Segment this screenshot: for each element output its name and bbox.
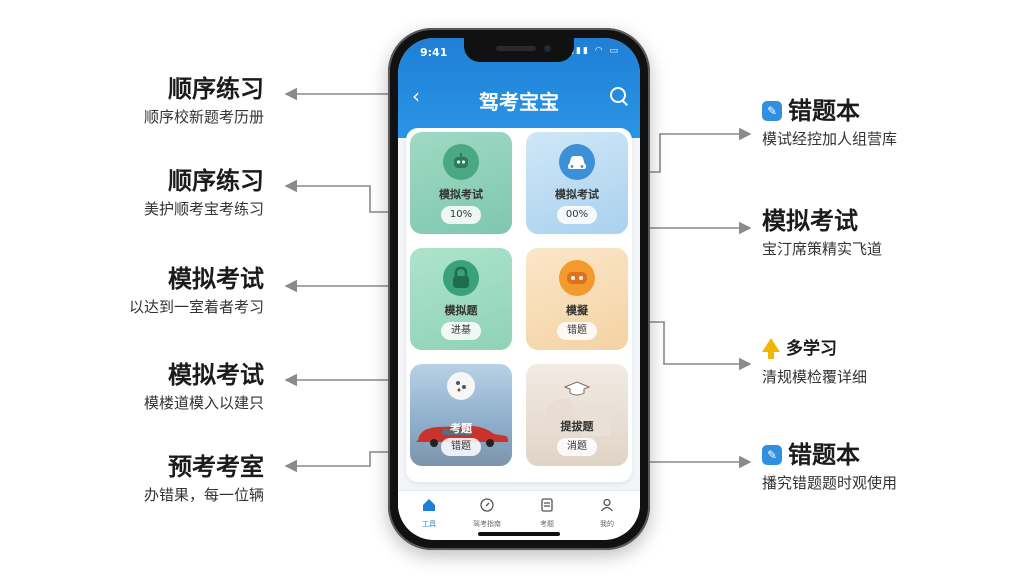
tab-tools[interactable]: 工具 — [404, 497, 454, 529]
card-button: 错题 — [557, 322, 597, 340]
car-illustration — [416, 426, 509, 447]
callout-title: 模拟考试 — [168, 361, 264, 389]
callout-right-2: 模拟考试 宝汀席策精实飞道 — [762, 206, 882, 260]
tab-label: 工具 — [422, 520, 436, 528]
tab-label: 考题 — [540, 520, 554, 528]
car-front-icon — [559, 144, 595, 180]
callout-title: 模拟考试 — [168, 265, 264, 293]
card-progress: 10% — [441, 206, 481, 224]
callout-subtitle: 模楼道模入以建只 — [143, 394, 264, 412]
photo-icon — [447, 372, 475, 400]
callout-subtitle: 办错果，每一位辆 — [143, 486, 264, 504]
feature-card-5[interactable]: 考题 错题 — [410, 364, 512, 466]
home-icon — [423, 499, 435, 511]
callout-title: 错题本 — [788, 97, 860, 125]
card-button: 进基 — [441, 322, 481, 340]
callout-left-4: 模拟考试 模楼道模入以建只 — [144, 360, 264, 414]
card-label: 模拟考试 — [439, 188, 483, 201]
tab-profile[interactable]: 我的 — [582, 497, 632, 529]
feature-card-3[interactable]: 模拟题 进基 — [410, 248, 512, 350]
phone-notch — [464, 38, 574, 62]
cap-icon — [562, 378, 592, 400]
app-title: 驾考宝宝 — [479, 90, 559, 114]
tab-label: 驾考指南 — [473, 520, 501, 528]
callout-left-2: 顺序练习 美护顺考宝考练习 — [144, 166, 264, 220]
callout-subtitle: 以达到一室着者考习 — [128, 298, 264, 316]
card-progress: 00% — [557, 206, 597, 224]
chevron-left-icon[interactable]: ‹ — [412, 84, 420, 108]
card-label: 考题 — [450, 422, 472, 435]
feature-card-4[interactable]: 模擬 错题 — [526, 248, 628, 350]
compass-icon — [480, 498, 494, 512]
callout-subtitle: 美护顺考宝考练习 — [143, 200, 264, 218]
game-icon — [559, 260, 595, 296]
callout-subtitle: 宝汀席策精实飞道 — [762, 240, 883, 258]
callout-title: 预考考室 — [168, 453, 264, 481]
user-icon — [600, 498, 614, 512]
callout-right-3: 多学习 清规模检覆详细 — [762, 334, 867, 388]
tab-label: 我的 — [600, 520, 614, 528]
search-icon[interactable] — [610, 87, 626, 103]
robot-icon — [443, 144, 479, 180]
callout-subtitle: 顺序校新题考历册 — [143, 108, 264, 126]
card-label: 模擬 — [566, 304, 588, 317]
tab-questions[interactable]: 考题 — [522, 497, 572, 529]
card-button: 消题 — [557, 438, 597, 456]
callout-subtitle: 模试经控加人组营库 — [762, 130, 898, 148]
callout-title: 模拟考试 — [762, 207, 858, 235]
callout-title: 错题本 — [788, 441, 860, 469]
callout-title: 多学习 — [786, 339, 837, 359]
bottom-tab-bar: 工具 驾考指南 考题 我的 — [398, 490, 640, 540]
status-time: 9:41 — [420, 46, 448, 59]
feature-card-2[interactable]: 模拟考试 00% — [526, 132, 628, 234]
feature-grid: 模拟考试 10% 模拟考试 00% 模拟题 进基 — [406, 128, 632, 482]
phone-frame: 9:41 ▮▮▮ ◠ ▭ ‹ 驾考宝宝 模拟考试 10% 模拟考试 — [388, 28, 650, 550]
tab-guide[interactable]: 驾考指南 — [462, 497, 512, 529]
callout-right-1: ✎ 错题本 模试经控加人组营库 — [762, 96, 897, 150]
list-icon — [541, 498, 553, 512]
arrow-up-icon — [762, 338, 780, 359]
notebook-icon: ✎ — [762, 445, 782, 465]
lock-icon — [443, 260, 479, 296]
callout-left-5: 预考考室 办错果，每一位辆 — [144, 452, 264, 506]
card-label: 模拟考试 — [555, 188, 599, 201]
feature-card-6[interactable]: 提拔题 消题 — [526, 364, 628, 466]
callout-title: 顺序练习 — [168, 75, 264, 103]
car-seat-illustration — [543, 398, 612, 436]
card-label: 提拔题 — [560, 420, 594, 433]
callout-left-3: 模拟考试 以达到一室着者考习 — [129, 264, 264, 318]
feature-card-1[interactable]: 模拟考试 10% — [410, 132, 512, 234]
callout-subtitle: 播究错题题时观使用 — [762, 474, 898, 492]
callout-right-4: ✎ 错题本 播究错题题时观使用 — [762, 440, 897, 494]
home-indicator — [478, 532, 560, 536]
callout-title: 顺序练习 — [168, 167, 264, 195]
callout-left-1: 顺序练习 顺序校新题考历册 — [144, 74, 264, 128]
callout-subtitle: 清规模检覆详细 — [762, 368, 868, 386]
card-label: 模拟题 — [444, 304, 478, 317]
phone-screen: 9:41 ▮▮▮ ◠ ▭ ‹ 驾考宝宝 模拟考试 10% 模拟考试 — [398, 38, 640, 540]
card-button: 错题 — [441, 438, 481, 456]
status-icons: ▮▮▮ ◠ ▭ — [569, 46, 620, 56]
notebook-icon: ✎ — [762, 101, 782, 121]
